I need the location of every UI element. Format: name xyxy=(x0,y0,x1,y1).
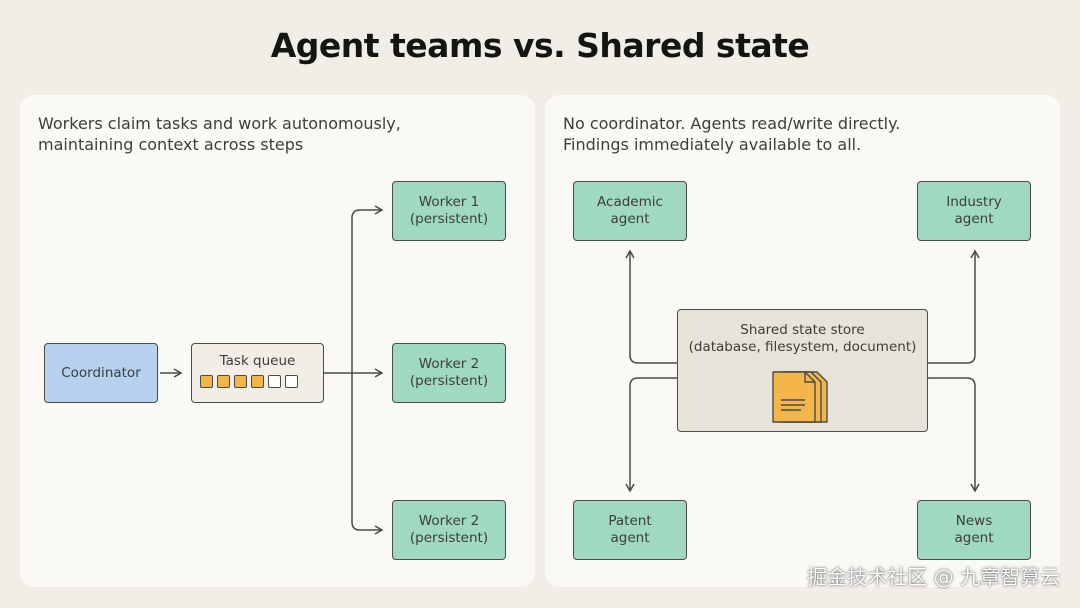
news-agent-node: News agent xyxy=(917,500,1031,560)
coordinator-node: Coordinator xyxy=(44,343,158,403)
coordinator-label: Coordinator xyxy=(61,364,141,381)
news-agent-title: News xyxy=(955,513,993,529)
shared-state-arrows xyxy=(625,249,980,493)
queue-slot-empty xyxy=(268,375,281,388)
store-title: Shared state store xyxy=(740,322,865,338)
worker-2-subtitle: (persistent) xyxy=(409,373,489,389)
task-queue-label: Task queue xyxy=(219,353,296,369)
watermark-text: 掘金技术社区 @ 九章智算云 xyxy=(807,565,1060,589)
store-subtitle: (database, filesystem, document) xyxy=(688,339,917,355)
academic-agent-title: Academic xyxy=(597,194,663,210)
worker-node-2: Worker 2 (persistent) xyxy=(392,343,506,403)
shared-state-panel: No coordinator. Agents read/write direct… xyxy=(545,95,1060,587)
task-queue-slots xyxy=(200,375,298,388)
patent-agent-title: Patent xyxy=(608,513,652,529)
worker-node-1: Worker 1 (persistent) xyxy=(392,181,506,241)
worker-3-title: Worker 2 xyxy=(418,513,480,529)
queue-slot-empty xyxy=(285,375,298,388)
worker-1-subtitle: (persistent) xyxy=(409,211,489,227)
agent-teams-arrows xyxy=(160,205,384,535)
agent-teams-caption: Workers claim tasks and work autonomousl… xyxy=(38,114,401,154)
academic-agent-subtitle: agent xyxy=(610,211,650,227)
queue-slot-filled xyxy=(251,375,264,388)
patent-agent-node: Patent agent xyxy=(573,500,687,560)
agent-teams-panel: Workers claim tasks and work autonomousl… xyxy=(20,95,535,587)
worker-3-subtitle: (persistent) xyxy=(409,530,489,546)
arrow-store-to-industry xyxy=(928,249,980,364)
industry-agent-subtitle: agent xyxy=(954,211,994,227)
worker-1-title: Worker 1 xyxy=(418,194,480,210)
arrow-store-to-academic xyxy=(625,249,677,364)
arrow-queue-to-worker-3 xyxy=(351,373,384,535)
diagram-title: Agent teams vs. Shared state xyxy=(270,26,810,65)
industry-agent-title: Industry xyxy=(946,194,1002,210)
queue-slot-filled xyxy=(217,375,230,388)
shared-state-caption: No coordinator. Agents read/write direct… xyxy=(563,114,901,154)
queue-slot-filled xyxy=(200,375,213,388)
shared-state-store-label: Shared state store (database, filesystem… xyxy=(678,322,927,356)
industry-agent-node: Industry agent xyxy=(917,181,1031,241)
arrow-store-to-news xyxy=(928,377,980,493)
documents-icon xyxy=(772,371,828,423)
worker-node-3: Worker 2 (persistent) xyxy=(392,500,506,560)
arrow-store-to-patent xyxy=(625,377,677,493)
shared-state-store-node: Shared state store (database, filesystem… xyxy=(677,309,928,432)
news-agent-subtitle: agent xyxy=(954,530,994,546)
academic-agent-node: Academic agent xyxy=(573,181,687,241)
patent-agent-subtitle: agent xyxy=(610,530,650,546)
queue-slot-filled xyxy=(234,375,247,388)
worker-2-title: Worker 2 xyxy=(418,356,480,372)
arrow-queue-to-worker-1 xyxy=(351,205,384,373)
task-queue-node: Task queue xyxy=(191,343,324,403)
